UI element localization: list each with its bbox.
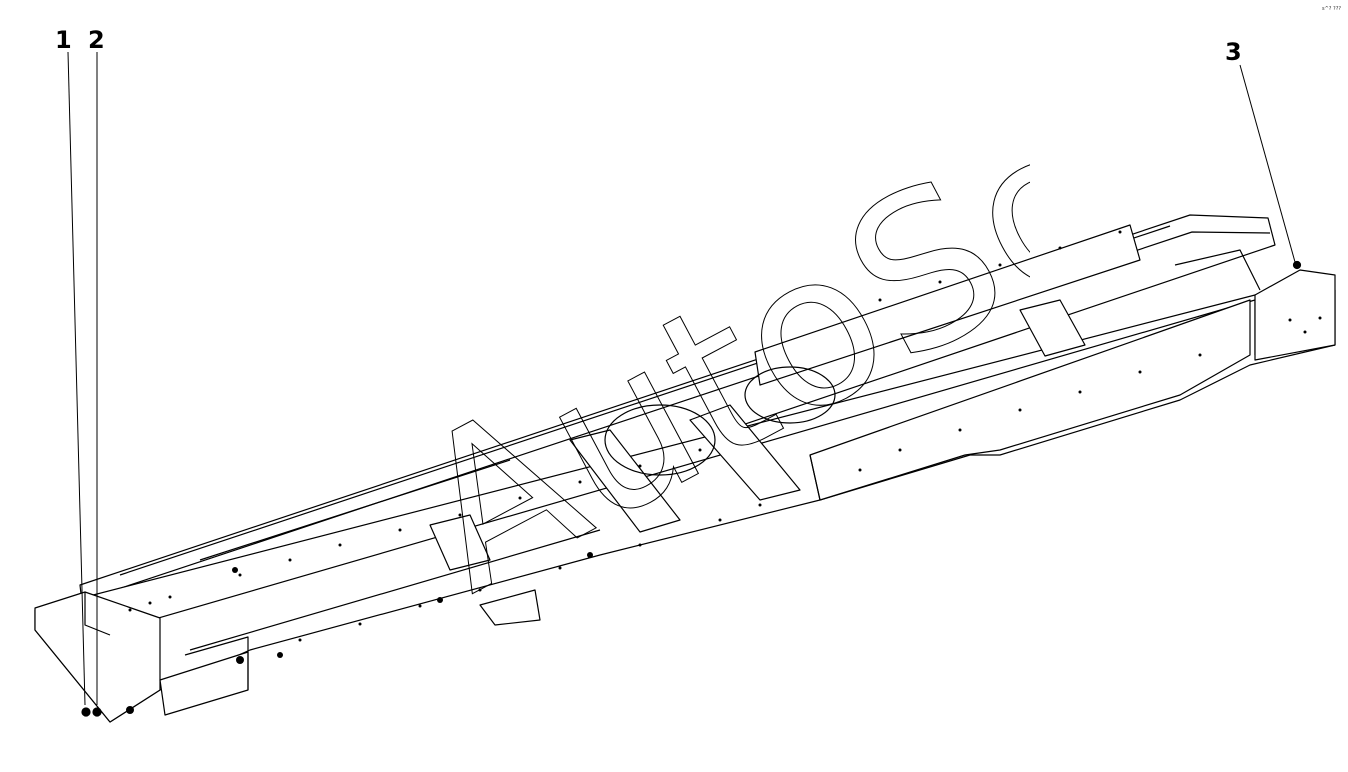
bolt-3-icon — [1292, 260, 1302, 270]
callout-label-2: 2 — [88, 26, 105, 54]
svg-text:AutoSoft: AutoSoft — [379, 110, 1030, 630]
callout-label-1: 1 — [55, 26, 72, 54]
cross-members — [429, 299, 1086, 626]
leader-line-1 — [67, 51, 86, 706]
leader-lines — [67, 51, 1296, 706]
callout-label-3: 3 — [1225, 38, 1242, 66]
leader-line-3 — [1239, 64, 1296, 263]
reinforcement-plates — [189, 224, 1251, 651]
bolt-2-icon — [92, 707, 102, 717]
rivet-holes — [126, 230, 1322, 714]
bolt-1-icon — [81, 707, 91, 717]
figure-code: s^? ??? — [1322, 6, 1341, 12]
bolt-symbols — [81, 260, 1302, 717]
watermark-autosoft: AutoSoft — [379, 110, 1030, 630]
rear-cross-member — [1174, 249, 1336, 361]
